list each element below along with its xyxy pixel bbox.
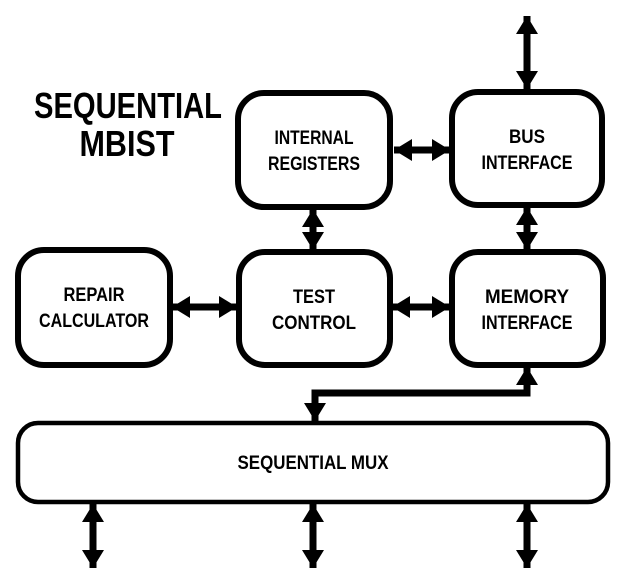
- repair-calculator-label-line1: REPAIR: [64, 285, 125, 306]
- bus-interface-label-line1: BUS: [509, 127, 545, 148]
- internal-registers-label-line2: REGISTERS: [268, 154, 360, 175]
- block-sequential-mux: SEQUENTIAL MUX: [15, 420, 611, 505]
- bus-interface-box: [449, 89, 605, 208]
- memory-interface-label-line2: INTERFACE: [482, 313, 573, 334]
- block-internal-registers: INTERNAL REGISTERS: [235, 90, 393, 210]
- block-test-control: TEST CONTROL: [236, 249, 393, 368]
- diagram-title-line1: SEQUENTIAL: [34, 85, 222, 126]
- block-repair-calculator: REPAIR CALCULATOR: [15, 247, 173, 368]
- test-control-box: [236, 249, 393, 368]
- repair-calculator-label-line2: CALCULATOR: [39, 311, 149, 332]
- arrow-memory-interface-sequential-mux: [304, 367, 538, 421]
- repair-calculator-box: [15, 247, 173, 368]
- block-memory-interface: MEMORY INTERFACE: [449, 249, 606, 368]
- internal-registers-label-line1: INTERNAL: [275, 128, 354, 149]
- test-control-label-line2: CONTROL: [272, 313, 356, 334]
- internal-registers-box: [235, 90, 393, 210]
- sequential-mux-box: [15, 420, 611, 505]
- memory-interface-box: [449, 249, 606, 368]
- sequential-mux-label: SEQUENTIAL MUX: [238, 453, 389, 474]
- bus-interface-label-line2: INTERFACE: [482, 153, 573, 174]
- block-bus-interface: BUS INTERFACE: [449, 89, 605, 208]
- test-control-label-line1: TEST: [293, 287, 335, 308]
- memory-interface-label-line1: MEMORY: [485, 287, 569, 308]
- diagram-title-line2: MBIST: [80, 123, 175, 164]
